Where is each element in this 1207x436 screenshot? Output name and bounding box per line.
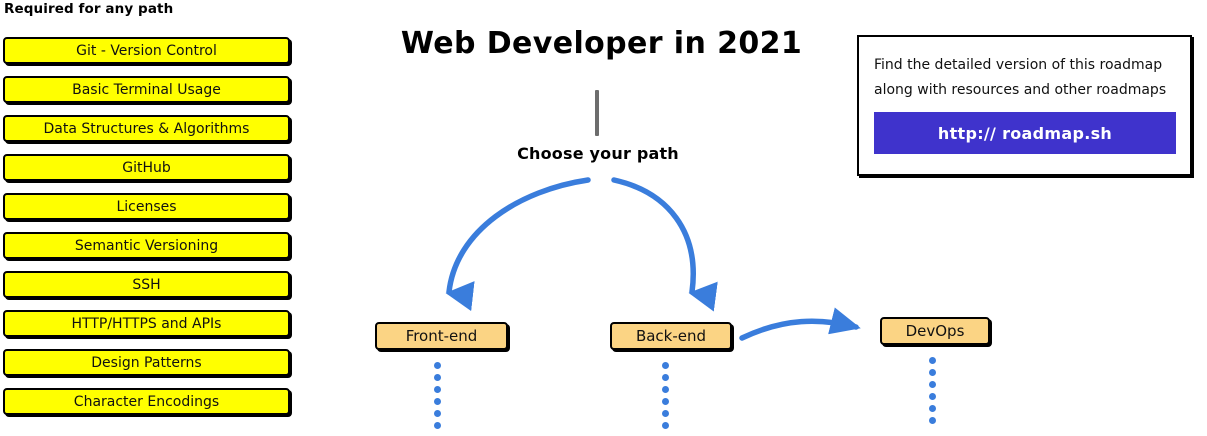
required-item-label: HTTP/HTTPS and APIs: [71, 315, 222, 332]
node-label: Back-end: [635, 326, 707, 345]
dot: [929, 393, 936, 400]
dot: [929, 417, 936, 424]
required-item-label: Basic Terminal Usage: [72, 81, 221, 98]
required-items-list: Git - Version Control Basic Terminal Usa…: [3, 37, 290, 427]
required-item-label: Licenses: [116, 198, 177, 215]
dot: [434, 374, 441, 381]
required-item[interactable]: Licenses: [3, 193, 290, 220]
dotted-continuation-devops: [929, 357, 936, 429]
dot: [929, 369, 936, 376]
required-item[interactable]: GitHub: [3, 154, 290, 181]
required-item-label: Git - Version Control: [76, 42, 217, 59]
choose-your-path-label: Choose your path: [517, 144, 679, 163]
dotted-continuation-backend: [662, 362, 669, 434]
required-item-label: Semantic Versioning: [74, 237, 219, 254]
required-item[interactable]: Data Structures & Algorithms: [3, 115, 290, 142]
card-text-line-2: along with resources and other roadmaps: [874, 82, 1167, 98]
required-item-label: Data Structures & Algorithms: [43, 120, 250, 137]
dot: [434, 386, 441, 393]
required-item[interactable]: SSH: [3, 271, 290, 298]
dot: [434, 422, 441, 429]
dot: [662, 362, 669, 369]
dot: [929, 405, 936, 412]
page-title-text: Web Developer in 2021: [400, 26, 803, 61]
node-devops[interactable]: DevOps: [880, 317, 990, 345]
required-item-label: Design Patterns: [91, 354, 202, 371]
required-item[interactable]: Character Encodings: [3, 388, 290, 415]
arrow-backend-to-devops: [739, 307, 861, 341]
node-label: DevOps: [905, 321, 965, 340]
required-item-label: GitHub: [122, 159, 171, 176]
required-item-label: SSH: [132, 276, 161, 293]
required-item[interactable]: Basic Terminal Usage: [3, 76, 290, 103]
roadmap-info-card: Find the detailed version of this roadma…: [857, 35, 1192, 176]
roadmap-url-button[interactable]: http:// roadmap.sh: [874, 112, 1176, 154]
arrow-to-backend: [611, 177, 718, 312]
dot: [929, 357, 936, 364]
dot: [929, 381, 936, 388]
dot: [662, 374, 669, 381]
dot: [434, 398, 441, 405]
required-item[interactable]: HTTP/HTTPS and APIs: [3, 310, 290, 337]
dotted-continuation-frontend: [434, 362, 441, 434]
card-text-line-1: Find the detailed version of this roadma…: [874, 57, 1163, 73]
required-section-heading: Required for any path: [4, 1, 174, 17]
required-item[interactable]: Design Patterns: [3, 349, 290, 376]
node-front-end[interactable]: Front-end: [375, 322, 508, 350]
title-stem-connector: [595, 90, 599, 136]
dot: [434, 362, 441, 369]
dot: [434, 410, 441, 417]
required-item[interactable]: Semantic Versioning: [3, 232, 290, 259]
roadmap-url-label: http:// roadmap.sh: [937, 123, 1113, 143]
required-item[interactable]: Git - Version Control: [3, 37, 290, 64]
node-label: Front-end: [405, 326, 478, 345]
dot: [662, 386, 669, 393]
arrow-to-frontend: [445, 177, 591, 312]
dot: [662, 398, 669, 405]
node-back-end[interactable]: Back-end: [610, 322, 732, 350]
dot: [662, 410, 669, 417]
dot: [662, 422, 669, 429]
required-item-label: Character Encodings: [73, 393, 220, 410]
